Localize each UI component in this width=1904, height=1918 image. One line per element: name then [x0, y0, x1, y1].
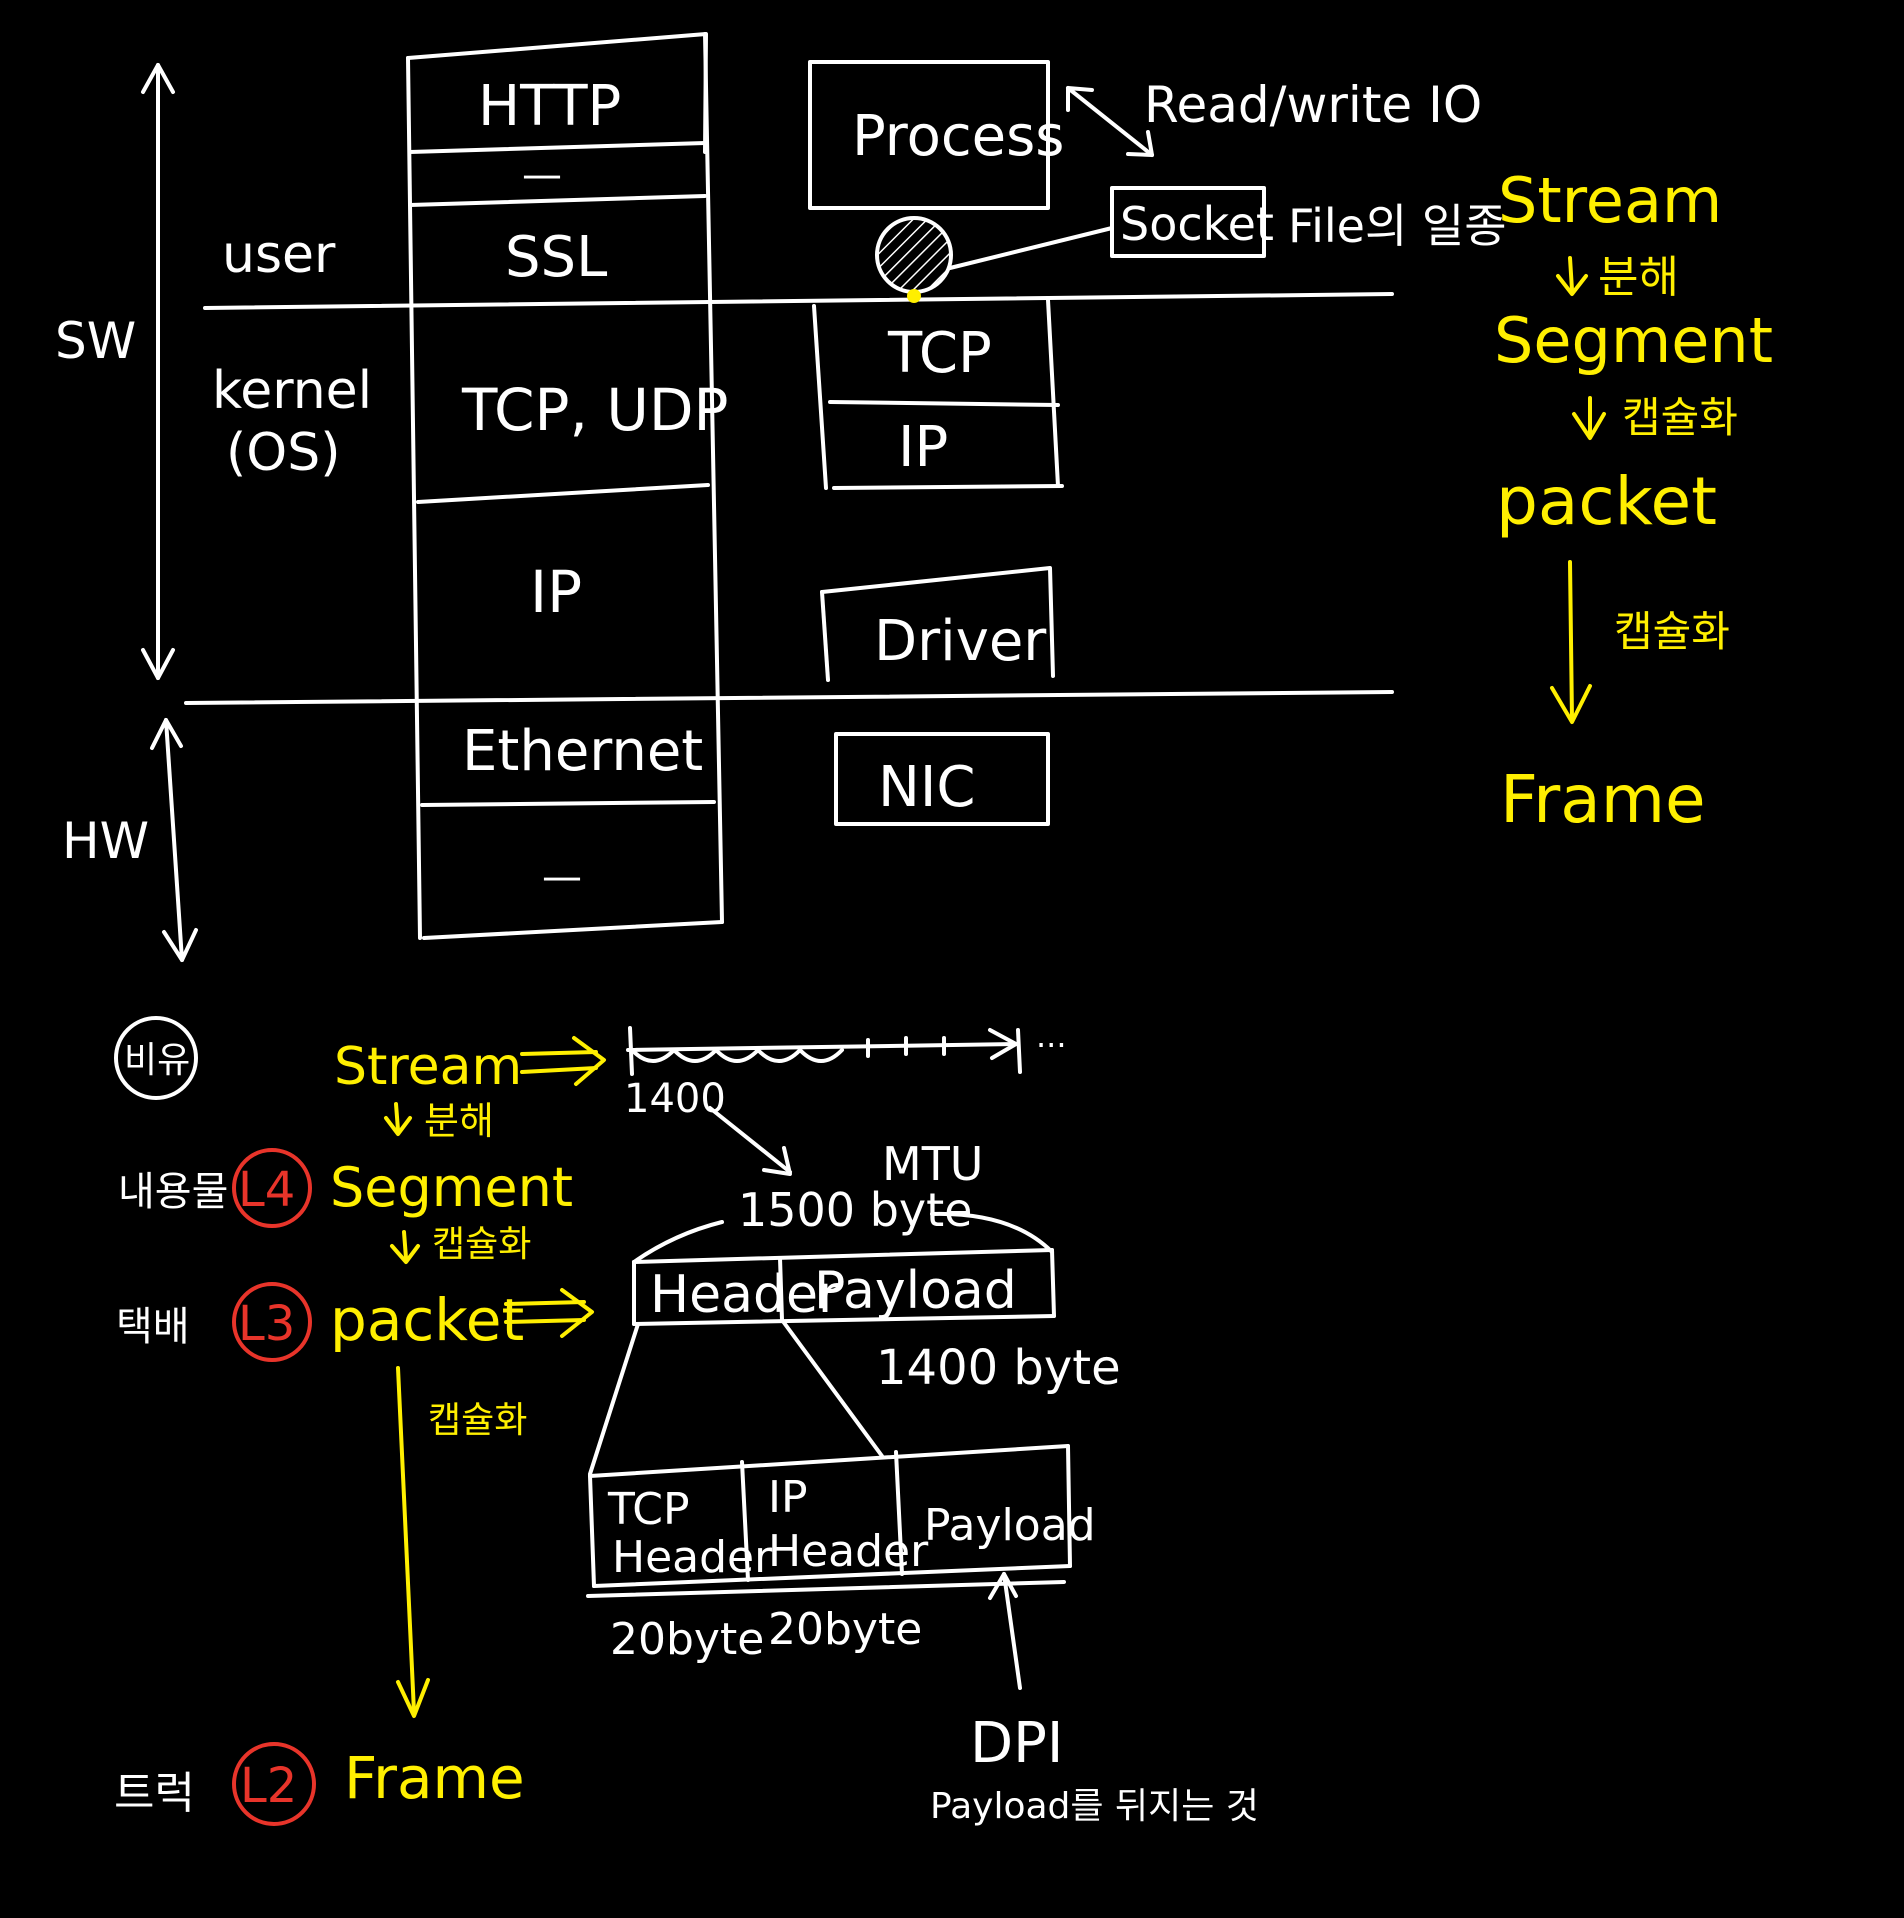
- expanded-payload-label: Payload: [924, 1500, 1096, 1551]
- socket-connector-line: [948, 226, 1114, 270]
- expand-line-right: [780, 1318, 884, 1458]
- payload-size-label: 1400 byte: [876, 1340, 1121, 1396]
- stream-double-arrow: [520, 1036, 606, 1086]
- mtu-brace-left: [632, 1220, 724, 1264]
- bottom-stream-label: Stream: [334, 1037, 522, 1097]
- flow-encap2-label: 캡슐화: [1614, 607, 1730, 656]
- socket-point-icon: [907, 289, 921, 303]
- stack-layer-ethernet: Ethernet: [462, 719, 703, 784]
- flow-segment-label: Segment: [1494, 304, 1773, 377]
- segment-size-label: 1400: [624, 1076, 726, 1122]
- expanded-box: [586, 1444, 1072, 1598]
- protocol-stack: [406, 32, 724, 940]
- bottom-segment-label: Segment: [330, 1156, 573, 1219]
- packet-box: [632, 1248, 1056, 1326]
- os-label: (OS): [226, 423, 341, 483]
- stack-layer-ssl: SSL: [505, 225, 607, 290]
- process-box: [808, 60, 1050, 210]
- kernel-tcp-label: TCP: [887, 321, 992, 386]
- l3-circle-icon: [232, 1282, 312, 1362]
- packet-double-arrow: [504, 1288, 594, 1338]
- packet-payload-label: Payload: [814, 1261, 1017, 1321]
- ip-header-label-1: IP: [768, 1472, 808, 1523]
- bottom-encap1-label: 캡슐화: [432, 1224, 531, 1265]
- process-label: Process: [852, 104, 1064, 169]
- sw-arrow: [141, 63, 175, 680]
- l4-circle-icon: [232, 1148, 312, 1228]
- bottom-encap2-arrow: [396, 1366, 430, 1718]
- nic-label: NIC: [878, 755, 976, 820]
- nic-box: [834, 732, 1050, 826]
- driver-label: Driver: [874, 609, 1047, 674]
- dpi-note: Payload를 뒤지는 것: [930, 1786, 1259, 1827]
- flow-stream-label: Stream: [1498, 164, 1722, 237]
- bottom-packet-label: packet: [330, 1286, 524, 1354]
- tcp-size-label: 20byte: [610, 1614, 764, 1665]
- mtu-size-label: 1500 byte: [738, 1183, 972, 1237]
- stack-layer-ip: IP: [530, 558, 582, 626]
- tcp-header-label-2: Header: [612, 1532, 773, 1583]
- l2-label: L2: [240, 1758, 297, 1814]
- l3-note: 택배: [116, 1304, 190, 1350]
- sw-label: SW: [55, 312, 136, 370]
- user-label: user: [222, 225, 336, 285]
- hw-arrow: [150, 718, 198, 962]
- socket-box: [1110, 186, 1266, 258]
- socket-note: File의 일종: [1288, 199, 1507, 253]
- packet-header-label: Header: [650, 1265, 840, 1325]
- flow-split-arrow: [1556, 256, 1588, 296]
- flow-encap2-arrow: [1550, 560, 1592, 724]
- l3-label: L3: [238, 1296, 295, 1352]
- dpi-arrow: [988, 1572, 1022, 1690]
- bottom-frame-label: Frame: [344, 1744, 525, 1812]
- flow-split-label: 분해: [1598, 252, 1679, 303]
- l2-circle-icon: [232, 1742, 316, 1826]
- bottom-encap2-label: 캡슐화: [428, 1400, 527, 1441]
- bottom-encap1-arrow: [390, 1230, 420, 1264]
- socket-label: Socket: [1120, 197, 1274, 251]
- read-write-arrow: [1066, 86, 1154, 157]
- stack-layer-blank-2: —: [542, 854, 582, 900]
- l2-note: 트럭: [114, 1768, 195, 1819]
- tcp-header-label-1: TCP: [607, 1484, 690, 1535]
- socket-hole-icon: [875, 216, 953, 294]
- kernel-hw-boundary: [184, 690, 1394, 705]
- flow-encap1-arrow: [1572, 396, 1606, 440]
- kernel-label: kernel: [212, 361, 372, 421]
- flow-packet-label: packet: [1496, 463, 1717, 540]
- l4-note: 내용물: [118, 1169, 228, 1215]
- ip-size-label: 20byte: [768, 1604, 922, 1655]
- flow-frame-label: Frame: [1500, 761, 1706, 838]
- stream-ellipsis: ···: [1036, 1026, 1067, 1064]
- analogy-label: 비유: [124, 1040, 190, 1081]
- read-write-label: Read/write IO: [1144, 76, 1482, 134]
- segment-to-mtu-arrow: [708, 1106, 792, 1176]
- stack-layer-blank-1: —: [522, 152, 562, 198]
- stack-layer-http: HTTP: [478, 74, 621, 139]
- kernel-ip-label: IP: [898, 415, 948, 480]
- l4-label: L4: [238, 1162, 295, 1218]
- bottom-split-label: 분해: [424, 1099, 494, 1143]
- expand-line-left: [588, 1322, 640, 1476]
- flow-encap1-label: 캡슐화: [1622, 393, 1738, 442]
- dpi-label: DPI: [970, 1711, 1063, 1776]
- ip-header-label-2: Header: [768, 1526, 929, 1577]
- driver-box: [820, 566, 1055, 682]
- kernel-tcp-ip-box: [812, 298, 1064, 490]
- analogy-circle-icon: [114, 1016, 198, 1100]
- mtu-label: MTU: [882, 1137, 983, 1191]
- stream-timeline: [626, 1026, 1022, 1076]
- mtu-brace-right: [930, 1211, 1054, 1254]
- user-kernel-boundary: [203, 292, 1394, 310]
- stack-layer-tcp-udp: TCP, UDP: [461, 376, 728, 444]
- hw-label: HW: [62, 812, 149, 870]
- bottom-split-arrow: [384, 1102, 412, 1136]
